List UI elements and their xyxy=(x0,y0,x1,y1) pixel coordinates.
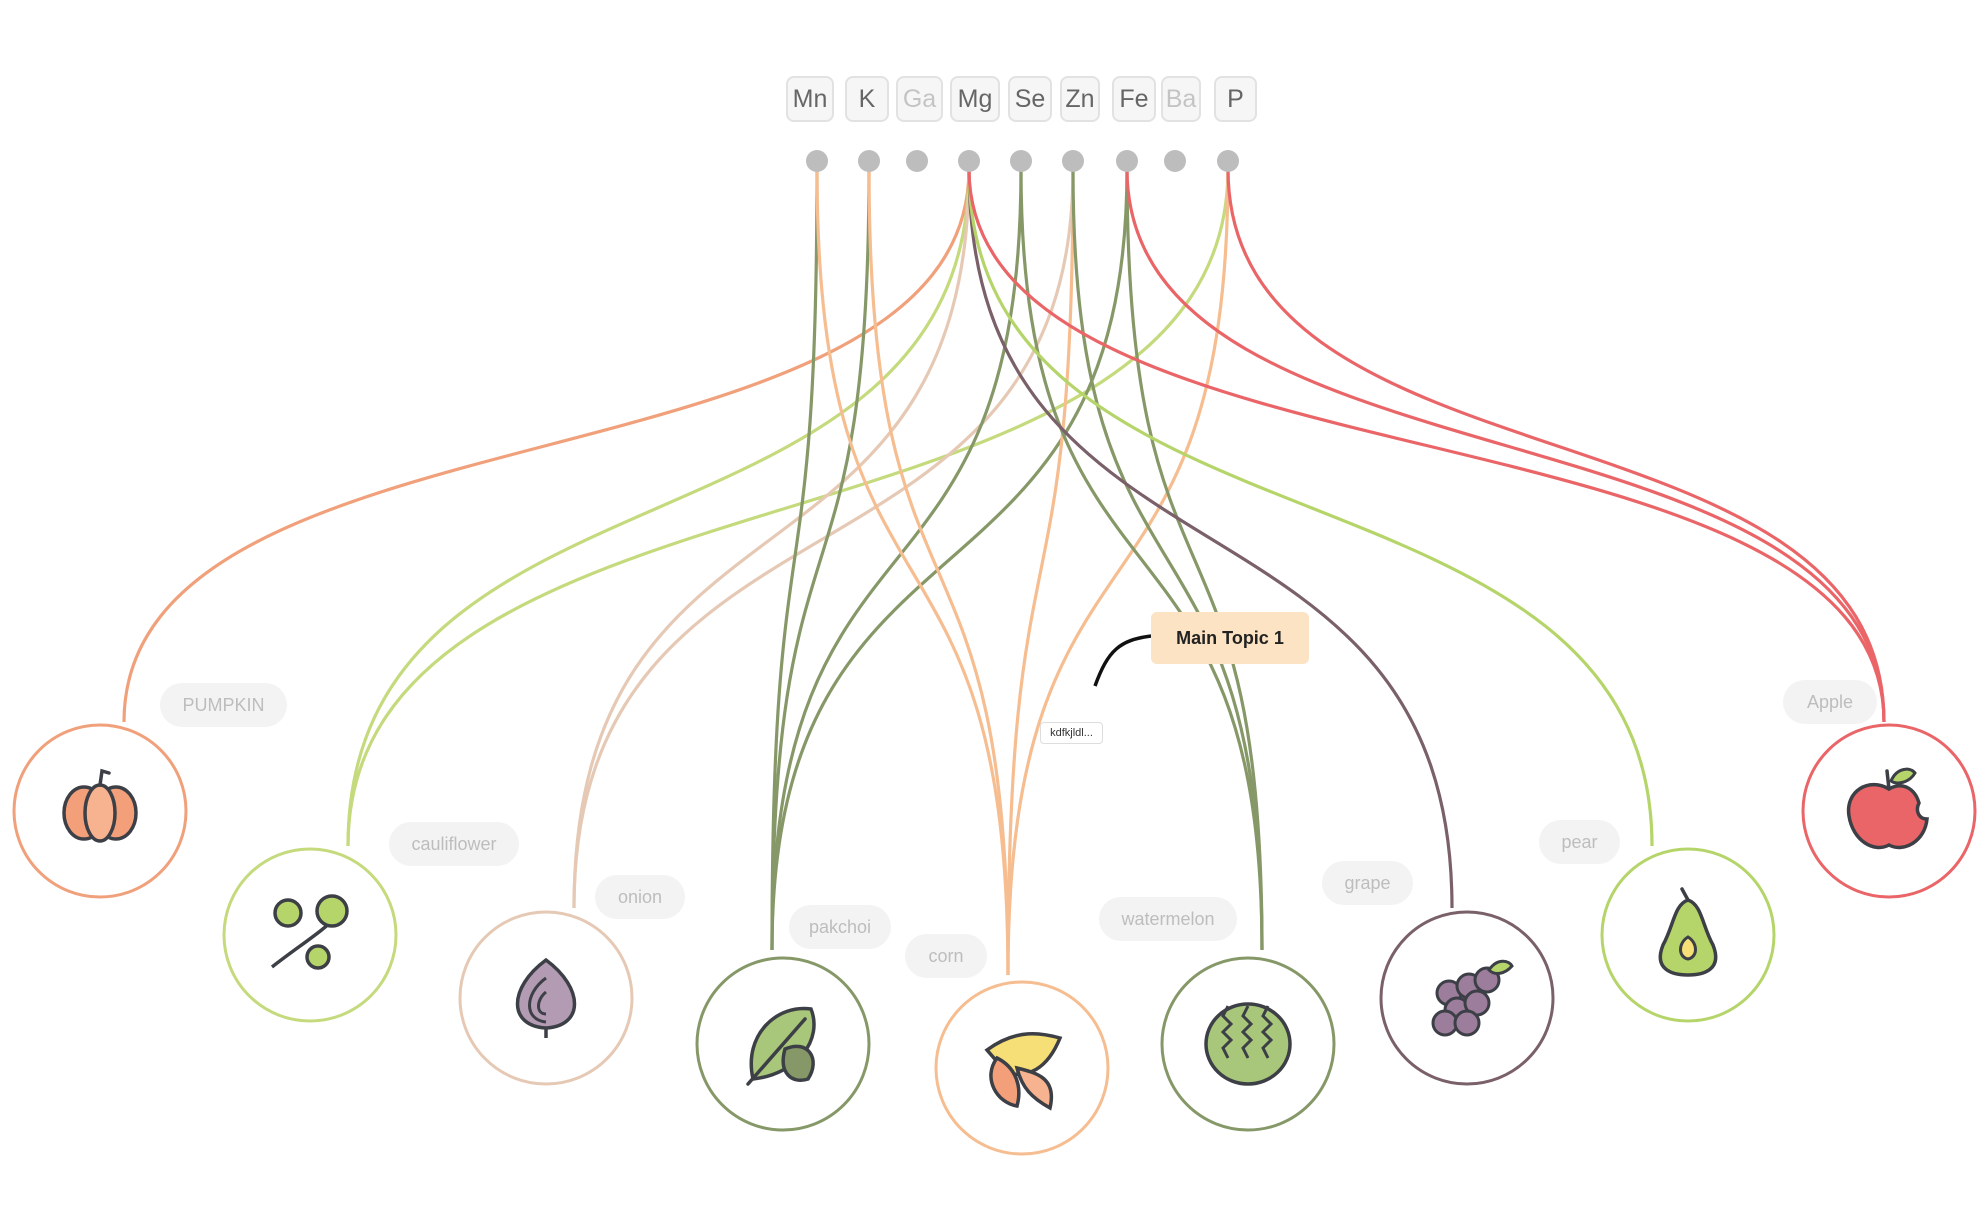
grape-icon xyxy=(1431,959,1514,1037)
link-fe-pakchoi xyxy=(770,168,1129,951)
pumpkin-icon xyxy=(62,768,138,843)
element-anchor-ga[interactable] xyxy=(906,150,928,172)
link-mg-onion xyxy=(572,168,971,909)
onion-icon xyxy=(515,957,577,1038)
link-mg-grape xyxy=(967,168,1454,909)
link-mg-pear xyxy=(967,168,1654,847)
food-node-pumpkin[interactable] xyxy=(12,723,188,899)
food-label-watermelon[interactable]: watermelon xyxy=(1099,897,1237,941)
food-node-pear[interactable] xyxy=(1600,847,1776,1023)
link-mg-apple xyxy=(967,168,1886,723)
link-p-cauliflower xyxy=(346,168,1230,847)
note-node[interactable]: kdfkjldl... xyxy=(1040,722,1103,744)
element-anchor-ba[interactable] xyxy=(1164,150,1186,172)
element-anchor-k[interactable] xyxy=(858,150,880,172)
element-anchor-se[interactable] xyxy=(1010,150,1032,172)
element-anchor-fe[interactable] xyxy=(1116,150,1138,172)
food-label-corn[interactable]: corn xyxy=(905,934,987,978)
food-label-onion[interactable]: onion xyxy=(595,875,685,919)
element-chip-k[interactable]: K xyxy=(845,76,889,122)
watermelon-icon xyxy=(1204,1002,1292,1086)
element-chip-fe[interactable]: Fe xyxy=(1112,76,1156,122)
link-p-apple xyxy=(1226,168,1886,723)
apple-icon xyxy=(1846,767,1929,850)
food-label-apple[interactable]: Apple xyxy=(1783,680,1877,724)
element-anchor-mn[interactable] xyxy=(806,150,828,172)
element-anchor-mg[interactable] xyxy=(958,150,980,172)
topic-connector xyxy=(1093,634,1152,687)
connection-lines xyxy=(122,168,1886,976)
food-circles xyxy=(12,723,1977,1156)
cauliflower-icon xyxy=(270,894,349,970)
element-chip-ga[interactable]: Ga xyxy=(896,76,943,122)
food-node-cauliflower[interactable] xyxy=(222,847,398,1023)
pear-icon xyxy=(1658,887,1718,977)
link-k-corn xyxy=(867,168,1010,976)
link-se-watermelon xyxy=(1019,168,1264,951)
food-label-cauliflower[interactable]: cauliflower xyxy=(389,822,519,866)
link-mg-cauliflower xyxy=(346,168,971,847)
link-mn-pakchoi xyxy=(770,168,819,951)
element-chip-mg[interactable]: Mg xyxy=(950,76,1000,122)
food-node-pakchoi[interactable] xyxy=(695,956,871,1132)
element-chip-ba[interactable]: Ba xyxy=(1161,76,1201,122)
link-mg-pumpkin xyxy=(122,168,971,723)
pakchoi-icon xyxy=(746,1006,816,1086)
link-k-pakchoi xyxy=(770,168,871,951)
element-chip-se[interactable]: Se xyxy=(1008,76,1052,122)
food-node-onion[interactable] xyxy=(458,910,634,1086)
link-zn-watermelon xyxy=(1071,168,1264,951)
food-node-watermelon[interactable] xyxy=(1160,956,1336,1132)
element-anchor-p[interactable] xyxy=(1217,150,1239,172)
element-chip-zn[interactable]: Zn xyxy=(1060,76,1100,122)
food-node-corn[interactable] xyxy=(934,980,1110,1156)
element-anchor-zn[interactable] xyxy=(1062,150,1084,172)
food-circle[interactable] xyxy=(222,847,398,1023)
link-p-corn xyxy=(1006,168,1230,976)
food-label-pear[interactable]: pear xyxy=(1539,820,1620,864)
corn-icon xyxy=(984,1031,1063,1111)
food-label-pumpkin[interactable]: PUMPKIN xyxy=(160,683,287,727)
food-label-grape[interactable]: grape xyxy=(1322,861,1413,905)
element-anchors xyxy=(806,150,1239,172)
link-se-pakchoi xyxy=(770,168,1023,951)
link-mn-corn xyxy=(815,168,1010,976)
food-node-apple[interactable] xyxy=(1801,723,1977,899)
link-zn-corn xyxy=(1006,168,1075,976)
element-chip-p[interactable]: P xyxy=(1214,76,1257,122)
food-label-pakchoi[interactable]: pakchoi xyxy=(789,905,891,949)
link-fe-watermelon xyxy=(1125,168,1264,951)
element-chip-mn[interactable]: Mn xyxy=(786,76,834,122)
main-topic-node[interactable]: Main Topic 1 xyxy=(1151,612,1309,664)
food-node-grape[interactable] xyxy=(1379,910,1555,1086)
link-fe-apple xyxy=(1125,168,1886,723)
link-zn-onion xyxy=(572,168,1075,909)
